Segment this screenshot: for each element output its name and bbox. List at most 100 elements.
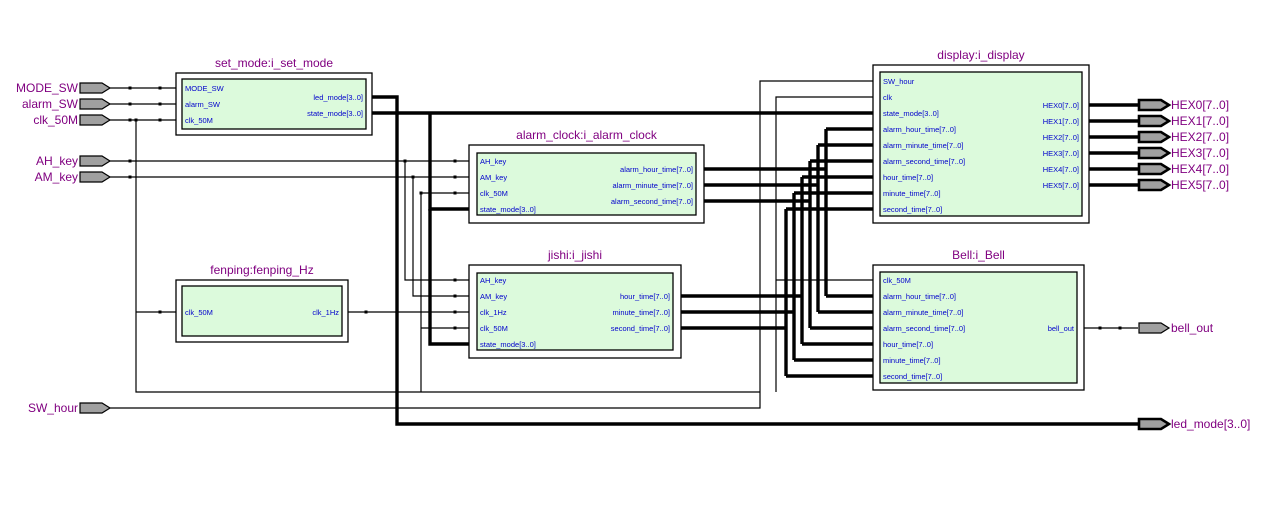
input-pin-label: MODE_SW xyxy=(16,81,79,95)
input-port-ah-key: AH_key xyxy=(480,276,507,285)
input-port-ah-key: AH_key xyxy=(480,157,507,166)
input-port-am-key: AM_key xyxy=(480,173,507,182)
input-port-clk-50m: clk_50M xyxy=(883,276,911,285)
output-pin-label: HEX3[7..0] xyxy=(1171,146,1229,160)
output-pin-hex0[interactable]: HEX0[7..0] xyxy=(1137,98,1229,112)
output-pin-hex4[interactable]: HEX4[7..0] xyxy=(1137,162,1229,176)
input-port-hour-time: hour_time[7..0] xyxy=(883,173,933,182)
input-port-alarm-minute-time: alarm_minute_time[7..0] xyxy=(883,308,963,317)
input-port-am-key: AM_key xyxy=(480,292,507,301)
wire-sw-hour-display xyxy=(759,80,873,392)
output-pin-label: HEX5[7..0] xyxy=(1171,178,1229,192)
input-pin-icon xyxy=(79,171,112,183)
output-pin-hex5[interactable]: HEX5[7..0] xyxy=(1137,178,1229,192)
output-port-alarm-minute-time: alarm_minute_time[7..0] xyxy=(613,181,693,190)
junction-dot xyxy=(1118,135,1122,139)
input-port-alarm-minute-time: alarm_minute_time[7..0] xyxy=(883,141,963,150)
input-pin-sw-hour[interactable]: SW_hour xyxy=(28,401,112,415)
input-port-clk-50m: clk_50M xyxy=(480,189,508,198)
junction-dot xyxy=(428,111,432,115)
junction-dot xyxy=(1108,135,1112,139)
output-pin-hex1[interactable]: HEX1[7..0] xyxy=(1137,114,1229,128)
junction-dot xyxy=(1098,326,1102,330)
input-pin-alarm-sw[interactable]: alarm_SW xyxy=(22,97,112,111)
module-display[interactable]: display:i_displaySW_hourclkstate_mode[3.… xyxy=(872,48,1090,224)
junction-dot xyxy=(453,159,457,163)
module-set-mode[interactable]: set_mode:i_set_modeMODE_SWalarm_SWclk_50… xyxy=(175,56,373,136)
input-pin-clk-50m[interactable]: clk_50M xyxy=(33,113,112,127)
junction-dot xyxy=(453,207,457,211)
output-port-clk-1hz: clk_1Hz xyxy=(312,308,339,317)
module-title: alarm_clock:i_alarm_clock xyxy=(516,128,658,142)
output-pin-label: HEX4[7..0] xyxy=(1171,162,1229,176)
input-pin-mode-sw[interactable]: MODE_SW xyxy=(16,81,112,95)
junction-dot xyxy=(158,310,162,314)
module-jishi[interactable]: jishi:i_jishiAH_keyAM_keyclk_1Hzclk_50Ms… xyxy=(468,248,682,359)
output-pin-label: HEX0[7..0] xyxy=(1171,98,1229,112)
junction-dot xyxy=(419,191,423,195)
input-port-alarm-hour-time: alarm_hour_time[7..0] xyxy=(883,292,956,301)
input-port-clk: clk xyxy=(883,93,892,102)
input-port-second-time: second_time[7..0] xyxy=(883,205,942,214)
junction-dot xyxy=(453,191,457,195)
output-port-alarm-hour-time: alarm_hour_time[7..0] xyxy=(620,165,693,174)
output-port-hex0: HEX0[7..0] xyxy=(1043,101,1079,110)
input-pin-ah-key[interactable]: AH_key xyxy=(36,154,112,168)
output-pin-label: HEX1[7..0] xyxy=(1171,114,1229,128)
junction-dot xyxy=(158,118,162,122)
junction-dot xyxy=(453,310,457,314)
output-pin-label: HEX2[7..0] xyxy=(1171,130,1229,144)
output-pin-icon xyxy=(1137,130,1172,144)
junction-dot xyxy=(1118,103,1122,107)
module-alarm-clock[interactable]: alarm_clock:i_alarm_clockAH_keyAM_keyclk… xyxy=(468,128,705,224)
junction-dot xyxy=(128,175,132,179)
junction-dot xyxy=(453,175,457,179)
input-port-clk-50m: clk_50M xyxy=(480,324,508,333)
junction-dot xyxy=(1118,119,1122,123)
output-port-hex5: HEX5[7..0] xyxy=(1043,181,1079,190)
module-title: display:i_display xyxy=(937,48,1024,62)
wire-clk-display xyxy=(775,96,873,392)
output-pin-hex2[interactable]: HEX2[7..0] xyxy=(1137,130,1229,144)
module-title: Bell:i_Bell xyxy=(952,248,1005,262)
pins: MODE_SWalarm_SWclk_50MAH_keyAM_keySW_hou… xyxy=(16,81,1250,431)
input-pin-icon xyxy=(79,82,112,94)
input-port-hour-time: hour_time[7..0] xyxy=(883,340,933,349)
output-pin-icon xyxy=(1137,178,1172,192)
output-port-second-time: second_time[7..0] xyxy=(611,324,670,333)
input-pin-am-key[interactable]: AM_key xyxy=(35,170,112,184)
output-pin-label: led_mode[3..0] xyxy=(1171,417,1250,431)
output-pin-led-mode[interactable]: led_mode[3..0] xyxy=(1137,417,1250,431)
module-body xyxy=(476,152,697,216)
input-pin-icon xyxy=(79,402,112,414)
wires xyxy=(110,80,1138,426)
module-body xyxy=(181,285,343,337)
output-pin-icon xyxy=(1137,162,1172,176)
junction-dot xyxy=(453,342,457,346)
junction-dot xyxy=(128,102,132,106)
output-port-hex2: HEX2[7..0] xyxy=(1043,133,1079,142)
output-pin-label: bell_out xyxy=(1171,321,1214,335)
module-bell[interactable]: Bell:i_Bell clk_50M alarm_hour_time[7..0]a… xyxy=(872,248,1085,391)
output-pin-icon xyxy=(1137,146,1172,160)
input-port-alarm-second-time: alarm_second_time[7..0] xyxy=(883,157,965,166)
input-port-clk-50m: clk_50M xyxy=(185,116,213,125)
junction-dot xyxy=(1108,103,1112,107)
junction-dot xyxy=(1108,167,1112,171)
junction-dot xyxy=(128,118,132,122)
input-pin-label: clk_50M xyxy=(33,113,78,127)
output-port-bell-out: bell_out xyxy=(1048,324,1075,333)
input-port-minute-time: minute_time[7..0] xyxy=(883,189,941,198)
output-pin-hex3[interactable]: HEX3[7..0] xyxy=(1137,146,1229,160)
bus-led-mode xyxy=(372,95,1138,426)
input-pin-label: alarm_SW xyxy=(22,97,79,111)
wire-sw-hour xyxy=(110,392,761,409)
junction-dot xyxy=(453,294,457,298)
junction-dot xyxy=(1108,119,1112,123)
output-pin-bell-out[interactable]: bell_out xyxy=(1138,321,1214,335)
input-port-state-mode: state_mode[3..0] xyxy=(480,205,536,214)
junction-dot xyxy=(453,326,457,330)
output-port-state-mode: state_mode[3..0] xyxy=(307,109,363,118)
